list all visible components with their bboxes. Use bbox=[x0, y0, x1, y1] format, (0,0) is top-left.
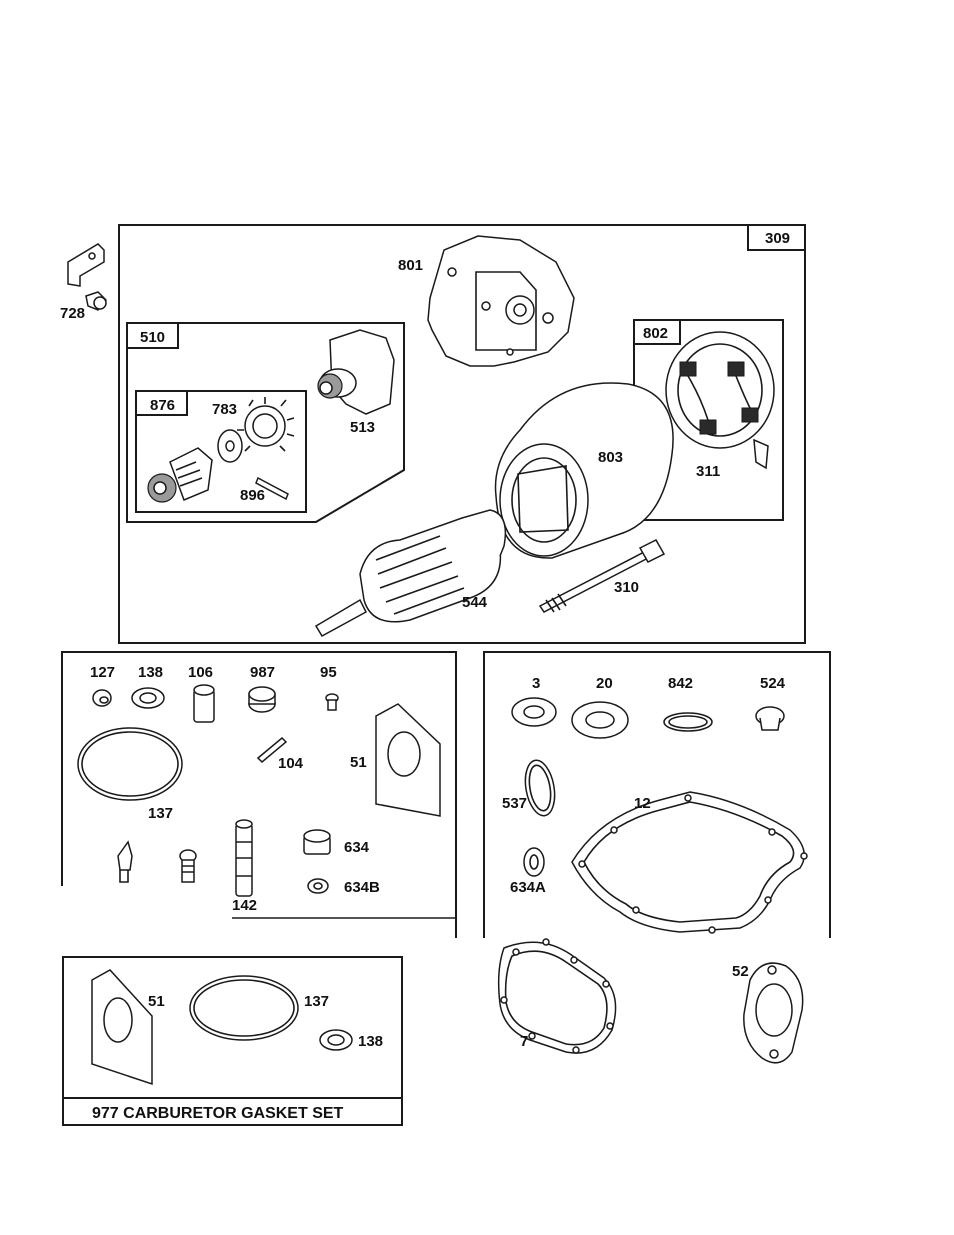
label-634B: 634B bbox=[344, 879, 380, 896]
label-52: 52 bbox=[732, 963, 749, 980]
label-95: 95 bbox=[320, 664, 337, 681]
part-524-plug bbox=[756, 707, 784, 730]
label-728: 728 bbox=[60, 305, 85, 322]
carburetor-gasket-set: 977 CARBURETOR GASKET SET 51 137 138 bbox=[63, 957, 402, 1125]
part-987-bushing bbox=[249, 687, 275, 712]
kit-part-137-o-ring bbox=[190, 976, 298, 1040]
label-634A: 634A bbox=[510, 879, 546, 896]
kit-part-138-gasket bbox=[320, 1030, 352, 1050]
part-3-oil-seal bbox=[512, 698, 556, 726]
part-51-gasket bbox=[376, 704, 440, 816]
kit-part-51-gasket bbox=[92, 970, 152, 1084]
part-7-cylinder-head-gasket bbox=[499, 939, 616, 1053]
part-801-end-plate bbox=[428, 236, 574, 366]
drive-box-number: 510 bbox=[140, 329, 165, 346]
label-311: 311 bbox=[696, 463, 720, 480]
label-7: 7 bbox=[520, 1033, 528, 1050]
label-51: 51 bbox=[350, 754, 367, 771]
part-513-drive-housing bbox=[318, 330, 394, 414]
label-537: 537 bbox=[502, 795, 527, 812]
clutch-washer bbox=[218, 430, 242, 462]
kit-label-137: 137 bbox=[304, 993, 329, 1010]
carb-parts-panel: 127 138 106 987 95 137 bbox=[62, 652, 456, 938]
label-3: 3 bbox=[532, 675, 540, 692]
clutch-box-number: 876 bbox=[150, 397, 175, 414]
part-544-armature bbox=[316, 510, 505, 636]
part-95-screw bbox=[326, 694, 338, 710]
starter-box-number: 309 bbox=[765, 230, 790, 247]
kit-title: 977 CARBURETOR GASKET SET bbox=[92, 1105, 344, 1122]
kit-label-51: 51 bbox=[148, 993, 165, 1010]
label-137: 137 bbox=[148, 805, 173, 822]
crankcase-gaskets-panel: 3 20 842 524 537 634A bbox=[484, 652, 830, 938]
starter-motor-group: 309 728 801 510 bbox=[60, 225, 805, 643]
label-842: 842 bbox=[668, 675, 693, 692]
part-634B-washer bbox=[308, 879, 328, 893]
label-20: 20 bbox=[596, 675, 613, 692]
part-311-brush-plate bbox=[666, 332, 774, 468]
part-137-o-ring bbox=[78, 728, 182, 800]
kit-label-138: 138 bbox=[358, 1033, 383, 1050]
part-142-nozzle bbox=[236, 820, 252, 896]
label-634: 634 bbox=[344, 839, 370, 856]
label-801: 801 bbox=[398, 257, 423, 274]
clutch-spring-assembly bbox=[148, 448, 212, 502]
label-106: 106 bbox=[188, 664, 213, 681]
part-127-washer bbox=[93, 690, 111, 706]
label-524: 524 bbox=[760, 675, 786, 692]
part-634-bushing bbox=[304, 830, 330, 854]
label-138: 138 bbox=[138, 664, 163, 681]
idle-mixture-screw bbox=[180, 850, 196, 882]
part-20-oil-seal bbox=[572, 702, 628, 738]
label-104: 104 bbox=[278, 755, 304, 772]
part-803-field-frame bbox=[496, 383, 674, 558]
part-12-crankcase-gasket bbox=[572, 792, 807, 933]
brush-box-number: 802 bbox=[643, 325, 668, 342]
label-987: 987 bbox=[250, 664, 275, 681]
part-783-pinion-gear bbox=[237, 397, 294, 451]
label-513: 513 bbox=[350, 419, 375, 436]
label-310: 310 bbox=[614, 579, 639, 596]
label-142: 142 bbox=[232, 897, 257, 914]
label-544: 544 bbox=[462, 594, 488, 611]
label-127: 127 bbox=[90, 664, 115, 681]
label-783: 783 bbox=[212, 401, 237, 418]
part-106-sleeve bbox=[194, 685, 214, 722]
part-52-exhaust-gasket bbox=[744, 963, 803, 1063]
part-634A-seal bbox=[524, 848, 544, 876]
part-842-o-ring bbox=[664, 713, 712, 731]
part-138-gasket bbox=[132, 688, 164, 708]
drive-assembly-group: 510 513 876 783 bbox=[127, 323, 404, 522]
inlet-needle bbox=[118, 842, 132, 882]
part-728-bracket bbox=[68, 244, 106, 310]
label-803: 803 bbox=[598, 449, 623, 466]
label-12: 12 bbox=[634, 795, 651, 812]
label-896: 896 bbox=[240, 487, 265, 504]
